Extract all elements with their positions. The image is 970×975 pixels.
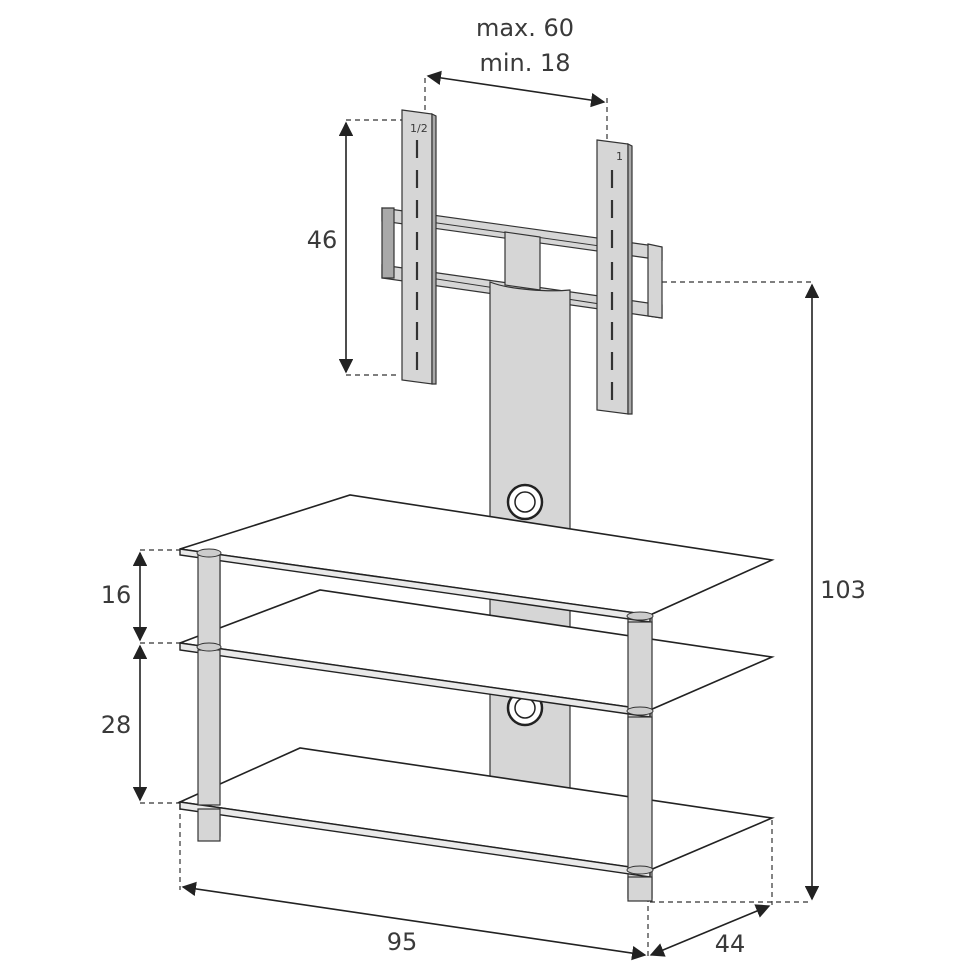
- depth-label: 44: [715, 930, 746, 958]
- upper-shelf-gap-label: 16: [101, 581, 132, 609]
- top-shelf: [179, 494, 775, 623]
- front-legs: [196, 548, 654, 902]
- middle-shelf: [179, 589, 775, 718]
- lower-shelf-gap-label: 28: [101, 711, 132, 739]
- mount-spacing-min-label: min. 18: [479, 49, 570, 77]
- total-height-dimension: 103: [650, 281, 866, 903]
- left-plate-mark: 1/2: [410, 122, 428, 135]
- mount-height-label: 46: [307, 226, 338, 254]
- lower-shelf-gap-dimension: 28: [101, 644, 205, 804]
- mount-height-dimension: 46: [307, 119, 404, 376]
- width-dimension: 95: [179, 805, 649, 961]
- upper-shelf-gap-dimension: 16: [101, 549, 205, 644]
- mount-spacing-max-label: max. 60: [476, 14, 574, 42]
- bottom-shelf: [177, 747, 775, 878]
- right-plate-mark: 1: [616, 150, 623, 163]
- mount-spacing-dimension: max. 60 min. 18: [424, 14, 608, 140]
- depth-dimension: 44: [649, 820, 773, 958]
- width-label: 95: [387, 928, 418, 956]
- total-height-label: 103: [820, 576, 866, 604]
- cable-hole-1-icon: [506, 483, 544, 521]
